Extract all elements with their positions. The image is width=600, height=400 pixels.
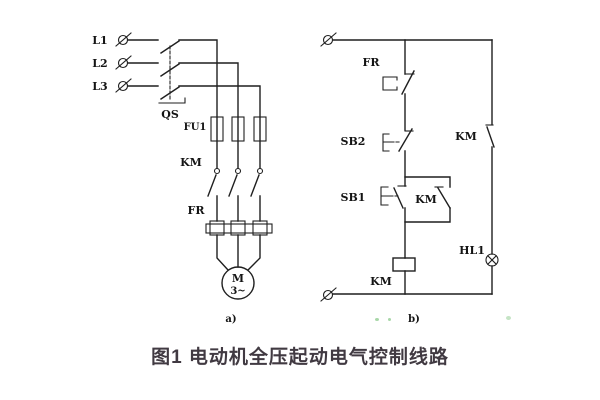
motor-type: 3~ [230,286,245,297]
phase-wire-1 [127,39,229,271]
selfhold-branch-wires [404,176,451,223]
phase-label-l3: L3 [92,80,107,93]
terminal-slash [115,55,132,70]
km-main-contacts: KM [180,156,264,197]
sb1-start-button: SB1 [341,185,407,209]
sublabel-b: b) [408,314,420,325]
phase-label-l1: L1 [92,34,107,47]
main-circuit: L1 L2 L3 QS FU1 KM [92,32,273,325]
terminal-slash [115,78,132,93]
artifact-speck [375,318,379,321]
figure-caption: 图1 电动机全压起动电气控制线路 [151,347,449,368]
km-selfhold-label: KM [415,193,437,206]
fr-heater-2 [230,220,246,236]
qs-handle-bar [158,97,186,104]
fr-main-label: FR [188,204,206,217]
phase-label-l2: L2 [92,57,107,70]
motor-symbol: M 3~ [221,266,255,300]
sb2-actuator [382,133,391,152]
phase-wire-2 [127,62,239,268]
sublabel-a: a) [225,314,236,325]
sb2-stop-button: SB2 [341,128,414,152]
motor-circle [221,266,255,300]
fuse-2 [231,116,245,142]
km-contact-pivot-2 [234,167,242,175]
control-circuit: FR SB2 SB1 KM [320,32,499,325]
fuse-1 [210,116,224,142]
terminal-slash [320,287,337,302]
km-contact-pivot-1 [213,167,221,175]
fuse-3 [253,116,267,142]
control-terminal-bottom [320,287,337,302]
motor-letter: M [232,272,244,285]
qs-knife-switch: QS [158,40,186,121]
artifact-speck [506,316,511,320]
fr-thermal-hook [382,76,398,91]
km-contact-pivot-3 [256,167,264,175]
sb2-contact-blade [398,128,413,152]
km-coil-box [392,257,416,272]
sb1-label: SB1 [341,191,366,204]
lamp-cross [487,255,497,265]
km-coil: KM [370,257,416,288]
km-lamp-contact-blade [486,126,495,148]
terminal-slash [320,32,337,47]
sb2-label: SB2 [341,135,366,148]
km-selfhold-blade [437,187,451,209]
lamp-branch: KM HL1 [455,39,499,295]
fr-nc-contact: FR [363,56,415,95]
km-coil-label: KM [370,275,392,288]
fu1-fuses: FU1 [184,116,267,142]
fr-heater-3 [252,220,268,236]
km-lamp-contact-label: KM [455,130,477,143]
km-contact-blades [207,174,260,197]
terminal-slash [115,32,132,47]
qs-label: QS [161,108,179,121]
hl1-lamp-symbol [485,253,499,267]
fr-thermal-relay: FR [188,204,273,236]
fr-heater-1 [209,220,225,236]
fr-contact-blade [401,70,415,95]
hl1-label: HL1 [459,244,485,257]
fu1-label: FU1 [184,122,207,133]
sb1-actuator [380,186,390,206]
artifact-speck [388,318,391,321]
km-main-label: KM [180,156,202,169]
sb1-contact-blade [393,187,404,209]
qs-blades [160,40,180,100]
circuit-diagram: L1 L2 L3 QS FU1 KM [92,32,499,325]
phase-wire-3 [127,85,261,271]
fr-housing [205,223,273,234]
km-selfhold-branch: KM [404,176,451,223]
fr-control-label: FR [363,56,381,69]
